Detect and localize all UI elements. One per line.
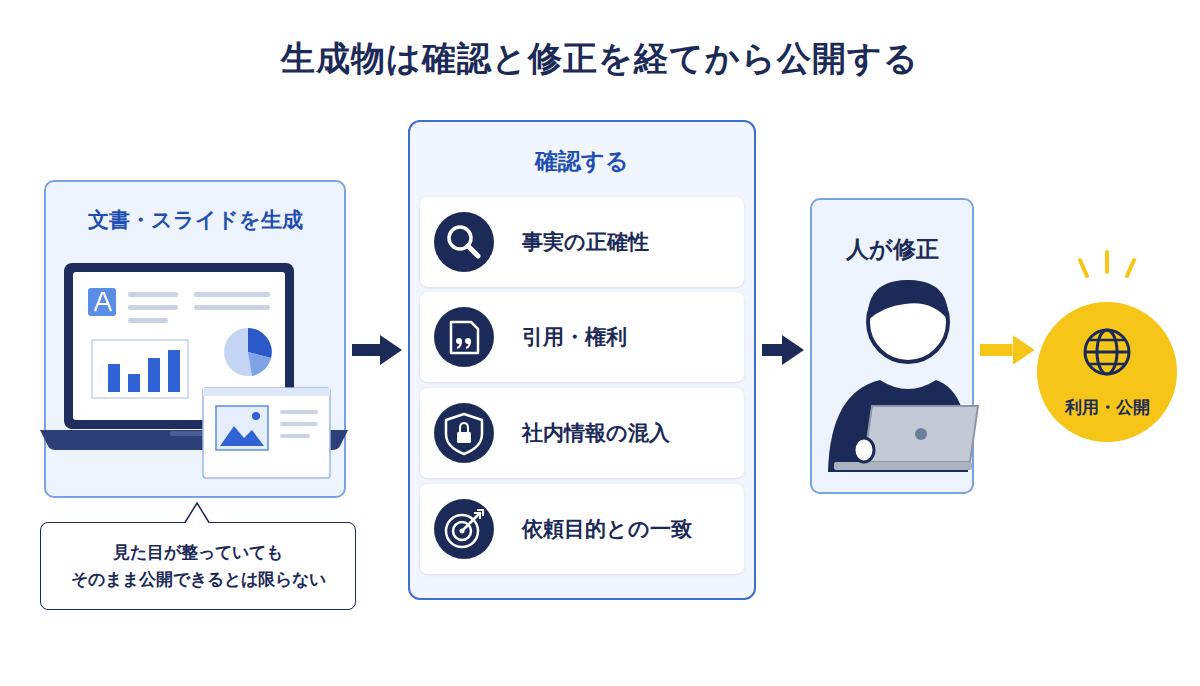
- person-illustration: [828, 280, 978, 472]
- generate-box: 文書・スライドを生成: [44, 180, 346, 498]
- check-label: 引用・権利: [420, 323, 627, 351]
- globe-icon: [1085, 330, 1129, 374]
- node-heading: 文書・スライドを生成: [46, 182, 344, 234]
- check-label: 社内情報の混入: [420, 419, 670, 447]
- callout-pointer: [185, 503, 209, 524]
- human-edit-box: 人が修正: [810, 198, 974, 494]
- flow-arrow: [980, 344, 1013, 356]
- quote-document-icon: [434, 307, 494, 367]
- flow-arrow: [352, 344, 380, 356]
- highlight-rays: [1080, 252, 1134, 276]
- magnifier-icon: [434, 212, 494, 272]
- diagram-title: 生成物は確認と修正を経てから公開する: [0, 34, 1200, 82]
- check-item: 引用・権利: [420, 292, 744, 382]
- check-item: 社内情報の混入: [420, 388, 744, 478]
- check-group: 確認する事実の正確性引用・権利社内情報の混入依頼目的との一致: [408, 120, 756, 600]
- check-label: 事実の正確性: [420, 228, 649, 256]
- callout-text: 見た目が整っていても そのまま公開できるとは限らない: [53, 539, 343, 593]
- flow-arrow: [762, 344, 782, 356]
- check-label: 依頼目的との一致: [420, 515, 692, 543]
- target-icon: [434, 499, 494, 559]
- laptop-illustration: [40, 263, 348, 478]
- circle-shape: [1037, 302, 1177, 442]
- callout-note: 見た目が整っていても そのまま公開できるとは限らない: [40, 522, 356, 610]
- node-heading: 利用・公開: [1037, 396, 1177, 419]
- publish-circle: 利用・公開: [1037, 302, 1177, 442]
- node-heading: 人が修正: [812, 200, 972, 265]
- check-item: 事実の正確性: [420, 197, 744, 287]
- check-item: 依頼目的との一致: [420, 484, 744, 574]
- circle-fill: [1037, 302, 1177, 442]
- shield-lock-icon: [434, 403, 494, 463]
- node-heading: 確認する: [410, 122, 754, 177]
